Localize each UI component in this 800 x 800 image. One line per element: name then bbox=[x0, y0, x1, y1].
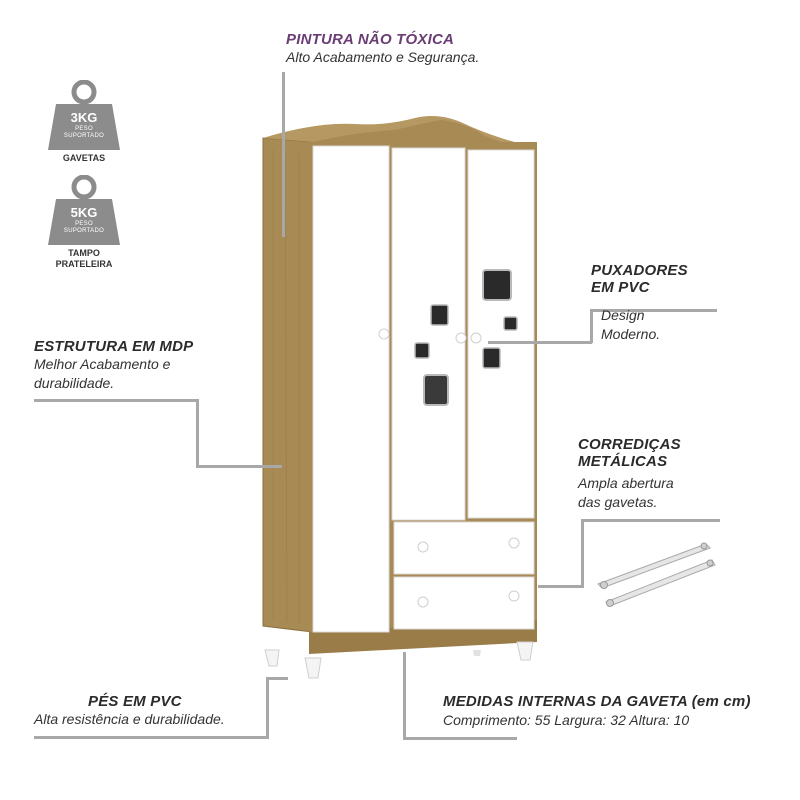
weight-caption: GAVETAS bbox=[62, 153, 106, 163]
leader-line-handles bbox=[592, 309, 717, 312]
weight-badge-tampo: 5KG PESO SUPORTADO TAMPO PRATELEIRA bbox=[46, 175, 122, 275]
feature-desc-1: Design bbox=[601, 307, 645, 323]
weight-icon bbox=[48, 175, 120, 245]
feature-desc: Alto Acabamento e Segurança. bbox=[286, 49, 480, 65]
weight-sub-1: PESO bbox=[75, 126, 93, 132]
feature-title: ESTRUTURA EM MDP bbox=[34, 338, 194, 355]
leader-line-handles bbox=[590, 309, 593, 343]
wardrobe-illustration bbox=[262, 116, 537, 679]
weight-caption: TAMPO bbox=[68, 248, 100, 258]
leader-line-drawer bbox=[403, 737, 517, 740]
feature-title: PÉS EM PVC bbox=[88, 693, 182, 710]
feature-slides: CORREDIÇAS METÁLICAS Ampla abertura das … bbox=[578, 436, 681, 512]
feature-title: MEDIDAS INTERNAS DA GAVETA (em cm) bbox=[443, 693, 751, 710]
feature-desc: Alta resistência e durabilidade. bbox=[34, 711, 225, 727]
leader-line-drawer bbox=[403, 652, 406, 740]
feature-desc-2: durabilidade. bbox=[34, 375, 115, 391]
feature-title-2: METÁLICAS bbox=[578, 453, 668, 470]
leader-line-feet bbox=[266, 677, 269, 739]
feature-drawer-measures: MEDIDAS INTERNAS DA GAVETA (em cm) Compr… bbox=[443, 693, 751, 730]
feature-desc-1: Ampla abertura bbox=[578, 475, 674, 491]
feature-title-2: EM PVC bbox=[591, 279, 650, 296]
leader-line-structure bbox=[196, 465, 282, 468]
leader-line-handles bbox=[488, 341, 592, 344]
weight-caption-2: PRATELEIRA bbox=[55, 259, 113, 269]
feature-title: PINTURA NÃO TÓXICA bbox=[286, 31, 455, 48]
leader-line-feet bbox=[34, 736, 268, 739]
leader-line-feet bbox=[266, 677, 288, 680]
feature-structure: ESTRUTURA EM MDP Melhor Acabamento e dur… bbox=[34, 338, 193, 393]
weight-sub-2: SUPORTADO bbox=[63, 228, 105, 234]
leader-line-slides bbox=[581, 519, 584, 587]
feature-handles: PUXADORES EM PVC Design Moderno. bbox=[591, 262, 688, 344]
leader-line-structure bbox=[196, 399, 199, 467]
feature-desc-2: das gavetas. bbox=[578, 494, 658, 510]
feature-title-1: PUXADORES bbox=[591, 262, 688, 279]
weight-sub-1: PESO bbox=[75, 221, 93, 227]
feature-desc-1: Melhor Acabamento e bbox=[34, 356, 171, 372]
feature-paint: PINTURA NÃO TÓXICA Alto Acabamento e Seg… bbox=[286, 31, 479, 67]
leader-line-structure bbox=[34, 399, 198, 402]
weight-icon bbox=[48, 80, 120, 150]
weight-badge-gavetas: 3KG PESO SUPORTADO GAVETAS bbox=[46, 80, 122, 170]
weight-value: 5KG bbox=[70, 205, 98, 220]
drawer-slides-illustration bbox=[597, 542, 716, 607]
leader-line-slides bbox=[538, 585, 584, 588]
weight-value: 3KG bbox=[70, 110, 98, 125]
feature-desc-2: Moderno. bbox=[601, 326, 661, 342]
leader-line-slides bbox=[583, 519, 720, 522]
feature-desc: Comprimento: 55 Largura: 32 Altura: 10 bbox=[443, 712, 690, 728]
feature-feet: PÉS EM PVC Alta resistência e durabilida… bbox=[34, 693, 225, 729]
leader-line-paint bbox=[282, 72, 285, 237]
feature-title-1: CORREDIÇAS bbox=[578, 436, 681, 453]
weight-sub-2: SUPORTADO bbox=[63, 133, 105, 139]
